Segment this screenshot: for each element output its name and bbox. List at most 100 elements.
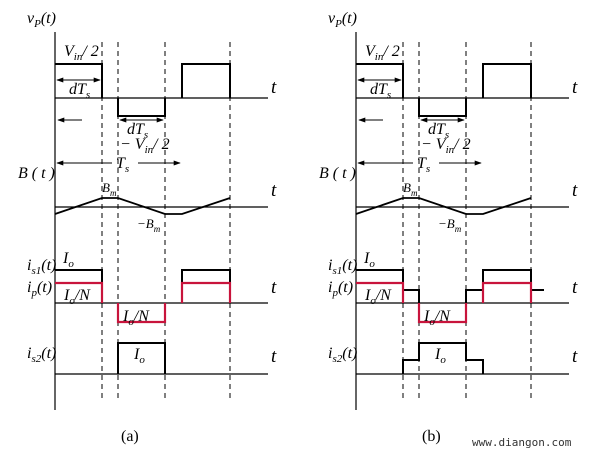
panel-b-io-label-subscript: o [369,258,375,270]
panel-a-vin-half-label: Vin/ 2 [64,43,99,63]
panel-b-neg-vin-half-label-rest: / 2 [453,136,470,153]
panel-b-neg-vin-half-label: − Vin/ 2 [421,136,471,156]
panel-a-dts-label-negative: dTs [127,121,148,141]
panel-b-vp-waveform [356,63,532,117]
panel-a-b-t-label: t [271,180,277,201]
panel-a-caption: (a) [121,428,139,445]
panel-a-ip-label-subscript: p [30,287,37,299]
panel-a-dts-label-positive: dTs [69,81,90,101]
panel-a-vp-label-base: v [27,10,35,27]
panel-b-io-label-base: I [363,250,370,267]
panel-a-vp-label-rest: (t) [41,10,56,27]
panel-b-io-n-label-positive-rest: /N [375,287,392,304]
panel-a-is1-label: is1(t) [27,257,56,277]
panel-a-ip-label: ip(t) [27,279,52,299]
panel-a-is2-label-base: i [27,345,31,362]
panel-b-ts-label-subscript: s [426,163,430,175]
panel-b-io-n-label-negative-rest: /N [434,308,451,325]
panel-a-dts-label-negative-base: dT [127,121,145,138]
panel-b-io-n-label-negative-base: I [423,308,430,325]
panel-b-is1-label-subscript: s1 [332,265,342,277]
panel-b-neg-bm-label-base: −B [438,216,455,231]
panel-a-io-n-label-positive-base: I [63,287,70,304]
panel-b-is2-io-label-subscript: o [440,354,446,366]
panel-b-io-n-label-positive-base: I [364,287,371,304]
watermark-text: www.diangon.com [472,436,572,449]
panel-b-io-n-label-negative: Io/N [423,308,451,328]
panel-a-is2-t-label: t [271,346,277,367]
panel-b-is2-t-label: t [572,346,578,367]
panel-b-ip-label-rest: (t) [338,279,353,296]
panel-a-io-label-base: I [62,250,69,267]
panel-b-is2-label: is2(t) [328,345,357,365]
panel-b-vp-label-base: v [328,10,336,27]
panel-b-bm-label: Bm [403,180,418,198]
panel-b-current-t-label: t [572,277,578,298]
panel-a-ip-label-rest: (t) [37,279,52,296]
panel-b-vp-t-label: t [572,77,578,98]
panel-a-neg-bm-label-base: −B [137,216,154,231]
panel-b-io-n-label-positive-subscript: o [370,295,376,307]
panel-b-is2-label-base: i [328,345,332,362]
panel-a-b-label: B(t) [18,165,59,182]
panel-a-io-label: Io [62,250,74,270]
panel-a-neg-bm-label-subscript: m [154,224,161,234]
panel-a-neg-bm-label: −Bm [137,216,161,234]
panel-b-is2-io-label-base: I [434,346,441,363]
panel-a-is2-io-label-subscript: o [139,354,145,366]
panel-a-bm-label: Bm [102,180,117,198]
panel-b-is2-waveform [402,342,484,374]
panel-a-ip-waveform [55,281,232,324]
panel-b-ts-label-base: T [417,155,427,172]
panel-b-is2-label-rest: (t) [342,345,357,362]
panel-a-vin-half-label-subscript: in [74,51,83,63]
panel-a-dts-label-positive-base: dT [69,81,87,98]
panel-a-vp-label-subscript: P [33,18,41,30]
panel-a-vin-half-label-base: V [64,43,76,60]
panel-b-io-n-label-positive: Io/N [364,287,392,307]
panel-a-io-n-label-negative-subscript: o [128,316,134,328]
panel-b-b-label: B(t) [319,165,360,182]
panel-b-bm-label-subscript: m [411,188,418,198]
panel-b-is2-label-subscript: s2 [332,353,342,365]
panel-a-vp-t-label: t [271,77,277,98]
panel-b-vp-label: vP(t) [328,10,357,30]
panel-b-caption: (b) [422,428,441,445]
panel-b-flux-waveform [355,197,532,215]
panel-a-is2-label-subscript: s2 [31,353,41,365]
panel-b-dts-label-positive-base: dT [370,81,388,98]
panel-a-io-n-label-positive-subscript: o [69,295,75,307]
panel-b-vin-half-label-rest: / 2 [382,43,399,60]
panel-b-bm-label-base: B [403,180,411,195]
panel-a-vin-half-label-rest: / 2 [81,43,98,60]
panel-a-is1-label-rest: (t) [41,257,56,274]
panel-b-is1-label: is1(t) [328,257,357,277]
panel-b-vp-label-subscript: P [334,18,342,30]
panel-a-current-t-label: t [271,277,277,298]
panel-b-neg-bm-label-subscript: m [455,224,462,234]
panel-b-vin-half-label-base: V [365,43,377,60]
panel-a-vp-label: vP(t) [27,10,56,30]
panel-a-vp-waveform [55,63,231,117]
panel-b-dts-label-positive: dTs [370,81,391,101]
panel-a-ip-label-base: i [27,279,31,296]
panel-b-neg-bm-label: −Bm [438,216,462,234]
panel-b-io-label: Io [363,250,375,270]
panel-a-ts-label-subscript: s [125,163,129,175]
panel-a-neg-vin-half-label-subscript: in [145,144,154,156]
panel-a-io-n-label-positive-rest: /N [74,287,91,304]
panel-a-bm-label-subscript: m [110,188,117,198]
panel-b-vin-half-label: Vin/ 2 [365,43,400,63]
panel-a-ts-label-base: T [116,155,126,172]
panel-b-b-t-label: t [572,180,578,201]
panel-b-dts-label-positive-subscript: s [387,89,391,101]
panel-a-is1-label-subscript: s1 [31,265,41,277]
panel-a-io-n-label-negative-rest: /N [133,308,150,325]
panel-b-dts-label-negative-subscript: s [445,129,449,141]
panel-b-ip-label: ip(t) [328,279,353,299]
panel-b-dts-label-negative-base: dT [428,121,446,138]
panel-a-dts-label-positive-subscript: s [86,89,90,101]
